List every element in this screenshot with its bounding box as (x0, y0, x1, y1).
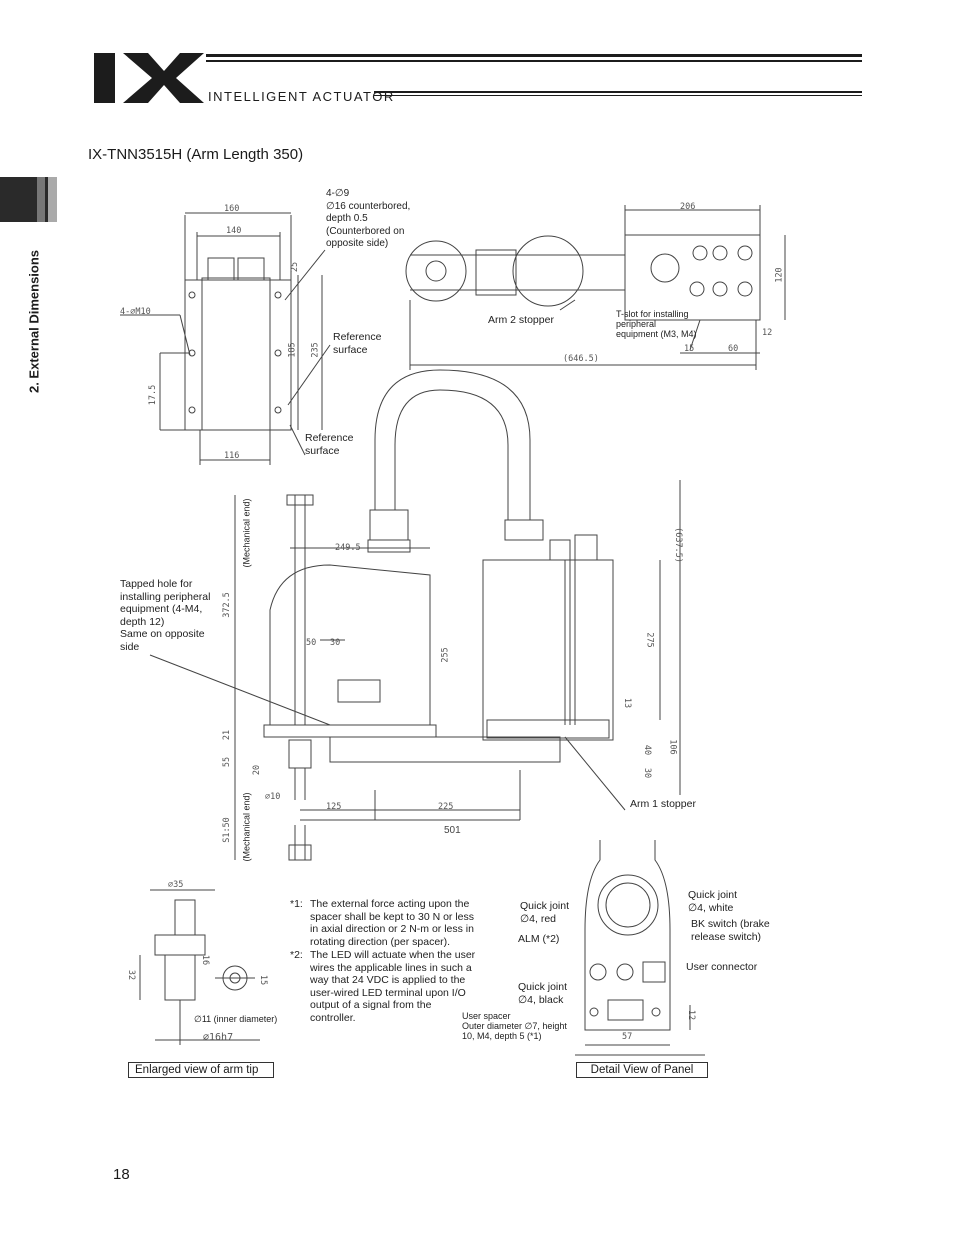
dim-30b: 30 (642, 767, 653, 779)
dim-21: 21 (222, 729, 233, 741)
dim-120: 120 (774, 267, 785, 283)
dim-249: 249.5 (335, 543, 361, 553)
dim-phi10: ∅10 (265, 792, 281, 802)
dim-255: 255 (440, 647, 451, 663)
dim-30: 30 (330, 638, 341, 648)
dim-32: 32 (126, 969, 137, 981)
dim-140: 140 (226, 226, 242, 236)
dim-116: 116 (224, 451, 240, 461)
hole-spec-note: 4-∅9∅16 counterbored,depth 0.5(Counterbo… (326, 188, 411, 249)
dim-160: 160 (224, 204, 240, 214)
page-number: 18 (113, 1166, 130, 1183)
inner-diameter-note: ∅11 (inner diameter) (194, 1014, 278, 1024)
quick-joint-black-label: Quick joint∅4, black (518, 981, 568, 1006)
header-rule-low2 (374, 95, 862, 96)
mechanical-end-top: (Mechanical end) (241, 498, 252, 568)
brand-text: INTELLIGENT ACTUATOR (208, 89, 395, 104)
quick-joint-white-label: Quick joint∅4, white (688, 889, 738, 914)
dim-17-5: 17.5 (148, 384, 159, 406)
mechanical-end-bottom: (Mechanical end) (241, 792, 252, 862)
page-title: IX-TNN3515H (Arm Length 350) (88, 146, 304, 163)
dim-15b: 15 (258, 974, 269, 986)
dim-50: 50 (306, 638, 317, 648)
user-connector-label: User connector (686, 961, 758, 973)
alm-label: ALM (*2) (518, 933, 560, 945)
dim-106: 106 (667, 739, 678, 755)
panel-view-label: Detail View of Panel (576, 1062, 708, 1078)
side-tab-accent (37, 177, 45, 222)
dim-20: 20 (252, 764, 263, 776)
dim-501: 501 (444, 825, 461, 836)
dim-15: 15 (684, 344, 695, 354)
dim-206: 206 (680, 202, 696, 212)
dim-25: 25 (290, 261, 301, 273)
header-rule-top (206, 54, 862, 57)
dim-275: 275 (644, 632, 655, 648)
arm1-stopper-note: Arm 1 stopper (630, 798, 696, 810)
dim-phi35: ∅35 (168, 880, 184, 890)
dim-125: 125 (326, 802, 342, 812)
header-rule-mid (206, 60, 862, 62)
dim-16: 16 (200, 954, 211, 966)
ix-logo (94, 53, 204, 103)
dim-150: S1:50 (221, 817, 232, 843)
arm2-stopper-note: Arm 2 stopper (488, 314, 554, 326)
dim-13: 13 (622, 697, 633, 709)
dim-185: 185 (287, 342, 298, 358)
dim-4m10: 4-∅M10 (120, 307, 151, 317)
dim-225: 225 (438, 802, 454, 812)
side-tab-block (0, 177, 57, 222)
dim-637: (637.5) (672, 527, 683, 563)
cable-duct (374, 369, 531, 520)
quick-joint-red-label: Quick joint∅4, red (520, 900, 570, 925)
dim-55: 55 (222, 756, 233, 768)
dim-57: 57 (622, 1032, 633, 1042)
dim-372: 372.5 (221, 592, 232, 618)
dim-phi16h7: ∅16h7 (203, 1032, 234, 1043)
side-tab-accent2 (48, 177, 57, 222)
dim-12: 12 (762, 328, 773, 338)
arm-tip-view-label: Enlarged view of arm tip (128, 1062, 274, 1078)
dim-40: 40 (642, 744, 653, 756)
dim-235: 235 (310, 342, 321, 358)
dim-60: 60 (728, 344, 739, 354)
base-plate-outline (184, 279, 292, 431)
header-rule-low (374, 91, 862, 93)
dim-12b: 12 (686, 1009, 697, 1021)
dim-646: (646.5) (563, 354, 599, 364)
